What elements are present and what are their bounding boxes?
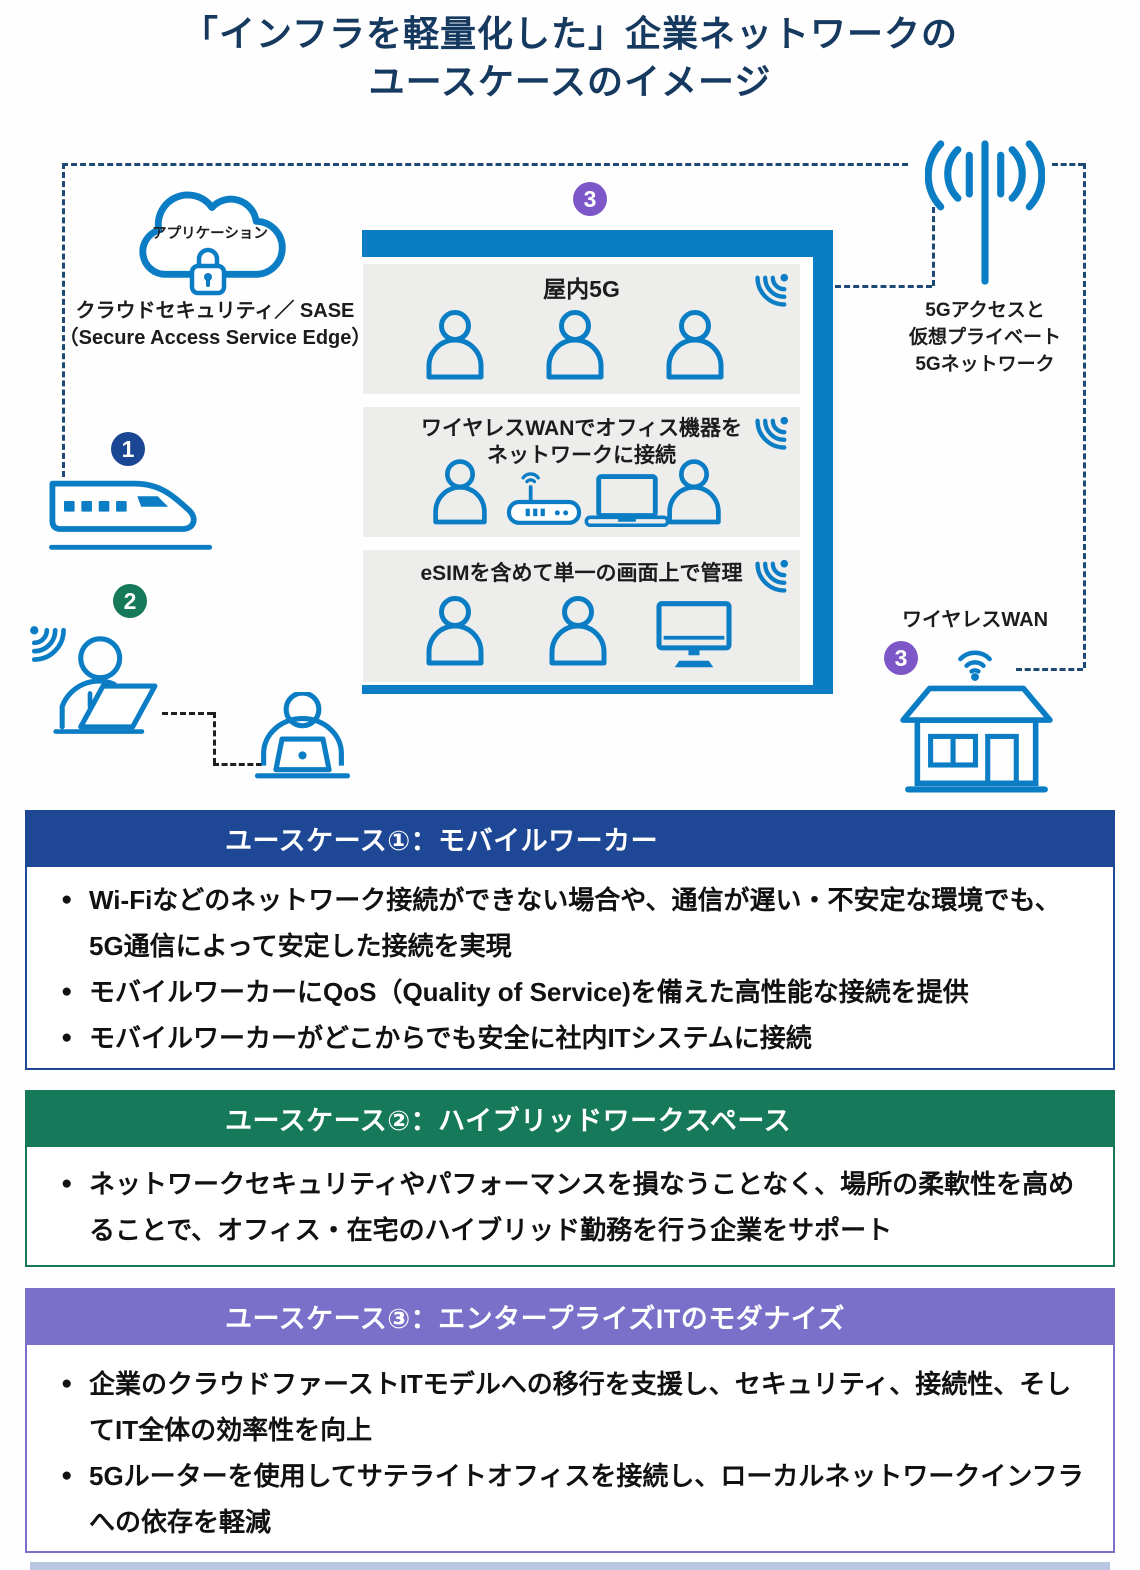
antenna-caption: 5Gアクセスと 仮想プライベート 5Gネットワーク <box>880 297 1090 378</box>
bullet-icon: ● <box>61 981 73 1002</box>
page-title: 「インフラを軽量化した」企業ネットワークの ユースケースのイメージ <box>0 10 1140 105</box>
lock-icon <box>186 244 230 296</box>
dashed-link-worker-h2 <box>213 763 262 766</box>
person-icon <box>423 596 487 666</box>
person-icon <box>663 310 727 380</box>
house-caption: ワイヤレスWAN <box>901 609 1049 631</box>
use-case-3-bullet-2: ● 5Gルーターを使用してサテライトオフィスを接続し、ローカルネットワークインフ… <box>61 1453 1087 1545</box>
use-case-1-bullet-2: ● モバイルワーカーにQoS（Quality of Service)を備えた高性… <box>61 969 1087 1015</box>
use-case-1-body: ● Wi-Fiなどのネットワーク接続ができない場合や、通信が遅い・不安定な環境で… <box>25 867 1115 1070</box>
person-icon <box>543 310 607 380</box>
panel-indoor-5g: 屋内5G <box>363 264 800 394</box>
dashed-line-antenna-down <box>932 207 935 286</box>
badge-3-house: 3 <box>884 641 918 675</box>
use-case-1-bullet-3: ● モバイルワーカーがどこからでも安全に社内ITシステムに接続 <box>61 1015 1087 1061</box>
cloud-caption-line1: クラウドセキュリティ／ SASE <box>75 300 355 322</box>
cloud-icon <box>125 178 293 296</box>
person-with-laptop-icon <box>50 636 168 738</box>
cloud-caption: クラウドセキュリティ／ SASE （Secure Access Service … <box>30 298 400 352</box>
use-case-2-body: ● ネットワークセキュリティやパフォーマンスを損なうことなく、場所の柔軟性を高め… <box>25 1147 1115 1267</box>
router-icon <box>501 467 587 527</box>
wifi-signal-icon <box>748 272 790 314</box>
person-icon <box>546 596 610 666</box>
dashed-link-worker-h1 <box>162 712 213 715</box>
box-bottom-bar <box>362 685 833 694</box>
use-case-2-header: ユースケース②：ハイブリッドワークスペース <box>25 1090 1115 1147</box>
person-icon <box>430 459 490 525</box>
person-icon <box>664 459 724 525</box>
cloud-caption-line2: （Secure Access Service Edge） <box>58 327 372 349</box>
house-icon <box>900 682 1053 799</box>
wifi-up-icon <box>948 634 1002 684</box>
bullet-icon: ● <box>61 1027 73 1048</box>
use-case-1-header: ユースケース①：モバイルワーカー <box>25 810 1115 867</box>
bullet-icon: ● <box>61 1173 73 1194</box>
box-top-bar <box>362 230 833 257</box>
panel-indoor-5g-title: 屋内5G <box>543 276 620 302</box>
monitor-icon <box>655 600 733 670</box>
bottom-strip <box>30 1562 1110 1570</box>
antenna-caption-line1: 5Gアクセスと <box>925 300 1045 321</box>
bullet-icon: ● <box>61 1465 73 1486</box>
antenna-caption-line2: 仮想プライベート <box>908 327 1061 348</box>
dashed-line-to-house <box>1016 668 1083 671</box>
dashed-link-worker-v <box>213 712 216 764</box>
train-icon <box>46 474 218 556</box>
use-case-3-body: ● 企業のクラウドファーストITモデルへの移行を支援し、セキュリティ、接続性、そ… <box>25 1345 1115 1553</box>
panel-esim-title: eSIMを含めて単一の画面上で管理 <box>420 562 743 585</box>
person-at-desk-icon <box>255 692 350 782</box>
use-case-2-bullet-1: ● ネットワークセキュリティやパフォーマンスを損なうことなく、場所の柔軟性を高め… <box>61 1161 1087 1253</box>
wifi-signal-icon <box>748 558 790 600</box>
badge-1: 1 <box>111 432 145 466</box>
badge-2: 2 <box>113 584 147 618</box>
panel-esim: eSIMを含めて単一の画面上で管理 <box>363 550 800 682</box>
dashed-line-antenna-to-box <box>835 285 932 288</box>
page-title-line1: 「インフラを軽量化した」企業ネットワークの <box>182 13 958 54</box>
laptop-icon <box>581 473 673 528</box>
box-right-bar <box>813 230 833 694</box>
use-case-3-bullet-1: ● 企業のクラウドファーストITモデルへの移行を支援し、セキュリティ、接続性、そ… <box>61 1361 1087 1453</box>
dashed-line-right <box>1083 163 1086 668</box>
antenna-icon <box>925 140 1045 285</box>
use-case-1-bullet-1: ● Wi-Fiなどのネットワーク接続ができない場合や、通信が遅い・不安定な環境で… <box>61 877 1087 969</box>
panel-wireless-wan-title-line1: ワイヤレスWANでオフィス機器を <box>421 417 742 440</box>
page-title-line2: ユースケースのイメージ <box>368 60 772 102</box>
panel-wireless-wan: ワイヤレスWANでオフィス機器を ネットワークに接続 <box>363 407 800 537</box>
dashed-line-left <box>62 163 65 477</box>
antenna-caption-line3: 5Gネットワーク <box>915 354 1055 375</box>
panel-wireless-wan-title-line2: ネットワークに接続 <box>487 444 676 467</box>
person-icon <box>423 310 487 380</box>
bullet-icon: ● <box>61 889 73 910</box>
dashed-line-top <box>62 163 908 166</box>
use-case-3-header: ユースケース③：エンタープライズITのモダナイズ <box>25 1288 1115 1345</box>
bullet-icon: ● <box>61 1373 73 1394</box>
panel-wireless-wan-title: ワイヤレスWANでオフィス機器を ネットワークに接続 <box>363 415 800 469</box>
cloud-label: アプリケーション <box>152 226 268 242</box>
badge-3-top: 3 <box>573 182 607 216</box>
wifi-signal-icon <box>748 415 790 457</box>
dashed-line-top-right <box>1052 163 1084 166</box>
